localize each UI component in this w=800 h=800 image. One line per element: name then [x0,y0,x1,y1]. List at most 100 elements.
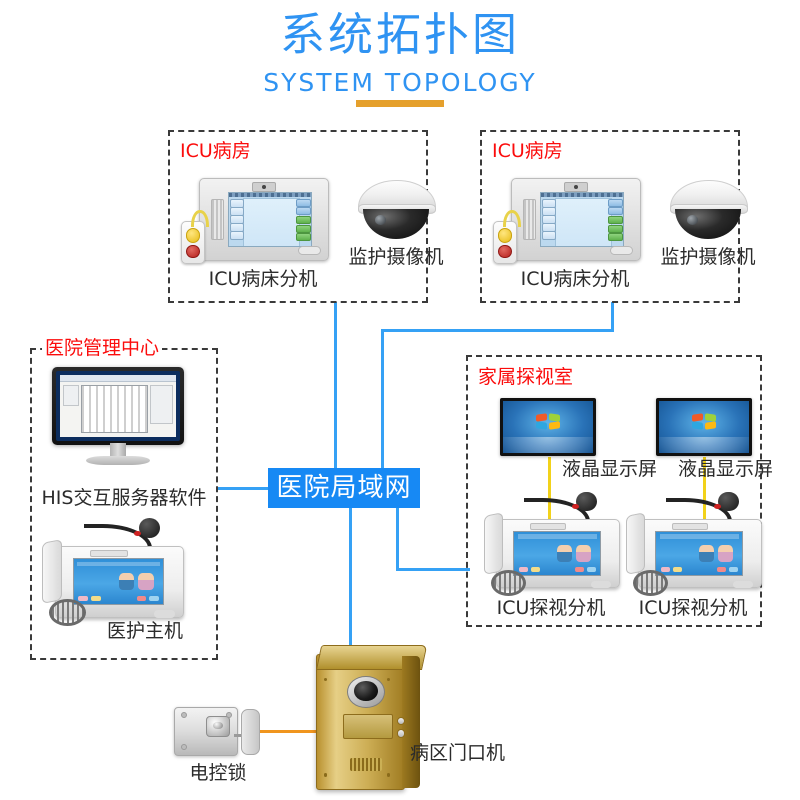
pendant-yellow-button [185,228,201,243]
console-screen [72,558,165,605]
link-icu-left-to-lan [334,302,337,470]
console-key-3 [136,595,147,602]
monitor-screen [60,375,176,437]
monitor-stand-base [86,456,150,465]
console-handset[interactable] [484,512,504,576]
caption-nurse-console: 医护主机 [106,620,183,642]
group-family-visiting-room [466,355,762,627]
door-screw-3 [324,773,328,777]
console-key-4 [586,566,596,573]
dome-camera-lens-icon [686,214,699,225]
door-station-side-panel [402,656,420,788]
console-brand-logo [154,610,175,618]
caption-his-server: HIS交互服务器软件 [41,487,207,509]
console-handset-cord [49,598,86,627]
bedside-button-1 [608,199,623,208]
caption-camera-left: 监护摄像机 [348,246,444,268]
lcd-wallpaper-glow [503,437,593,453]
link-lan-to-door-station [349,507,352,652]
bedside-button-5 [608,233,623,242]
console-key-4 [728,566,738,573]
door-station-card-reader[interactable] [343,713,393,739]
caption-camera-right: 监护摄像机 [660,246,756,268]
device-icu-bedside-terminal-right[interactable] [511,178,641,261]
console-top-bar [89,549,128,558]
device-his-server-monitor[interactable] [52,367,184,467]
lcd-frame [500,398,596,456]
device-visiting-console-left[interactable] [484,492,620,597]
avatar-patient [118,572,134,591]
device-dome-camera-right[interactable] [670,180,748,240]
app-right-pane [149,384,173,425]
device-pendant-call-button-left[interactable] [181,209,209,264]
caption-icu-bedside-right: ICU病床分机 [520,268,630,290]
group-label-icu-ward-right: ICU病房 [492,140,563,162]
bedside-button-5 [296,233,311,242]
bedside-icon-5 [542,230,556,240]
device-lcd-display-left[interactable] [500,398,596,456]
device-lcd-display-right[interactable] [656,398,752,456]
avatar-patient [699,544,714,562]
door-camera-icon [354,680,378,701]
network-node-hospital-lan[interactable]: 医院局域网 [268,468,420,508]
link-center-to-lan [218,487,270,490]
bedside-button-3 [296,216,311,225]
bedside-camera-icon [252,182,276,192]
pendant-lanyard-loop-icon [503,209,521,227]
caption-lcd-left: 液晶显示屏 [562,458,658,480]
microphone-icon [718,492,739,512]
link-lan-to-visiting-down [396,507,399,571]
link-lan-to-visiting-across [396,568,470,571]
title-divider [356,100,444,107]
console-key-2 [530,566,541,573]
device-icu-bedside-terminal-left[interactable] [199,178,329,261]
door-screw-4 [386,773,390,777]
door-call-button-2[interactable] [397,729,406,738]
lock-strike-plate [240,708,260,755]
pendant-red-button [498,244,512,259]
console-microphone-arm [84,524,153,559]
console-key-1 [78,595,89,602]
caption-electric-lock: 电控锁 [189,762,247,784]
caption-door-station: 病区门口机 [410,742,506,764]
dome-camera-bubble [362,208,430,239]
bedside-screen [228,191,313,248]
lcd-wallpaper-glow [659,437,749,453]
bedside-button-3 [608,216,623,225]
bedside-button-4 [608,224,623,233]
console-key-2 [672,566,683,573]
bedside-button-4 [296,224,311,233]
monitor-bezel [52,367,184,445]
device-electric-lock[interactable] [174,703,260,758]
caption-visiting-right: ICU探视分机 [638,597,748,619]
link-icu-right-to-lan [381,329,384,470]
microphone-indicator [134,530,142,537]
group-label-icu-ward-left: ICU病房 [180,140,251,162]
caption-visiting-left: ICU探视分机 [496,597,606,619]
bedside-button-2 [608,206,623,215]
console-key-1 [660,566,671,573]
group-label-management-center: 医院管理中心 [42,337,163,359]
device-dome-camera-left[interactable] [358,180,436,240]
dome-camera-lens-icon [374,214,387,225]
console-top-bar [671,522,709,530]
pendant-yellow-button [497,228,513,243]
console-microphone-arm [524,498,590,531]
lock-cylinder-icon [205,715,231,737]
device-ward-door-station[interactable] [316,645,428,790]
door-station-camera-ring [347,676,385,709]
console-handset-cord [490,569,527,597]
bedside-icon-5 [230,230,244,240]
console-handset[interactable] [42,539,63,605]
device-visiting-console-right[interactable] [626,492,762,597]
console-handset[interactable] [626,512,646,576]
page-title-cn: 系统拓扑图 [279,8,520,61]
console-screen-header [517,534,597,539]
lcd-screen [503,401,593,453]
device-nurse-console[interactable] [42,518,184,627]
pendant-lanyard-loop-icon [191,209,209,227]
door-call-button-1[interactable] [397,716,406,725]
bedside-camera-icon [564,182,588,192]
link-icu-right-across [381,329,614,332]
device-pendant-call-button-right[interactable] [493,209,521,264]
